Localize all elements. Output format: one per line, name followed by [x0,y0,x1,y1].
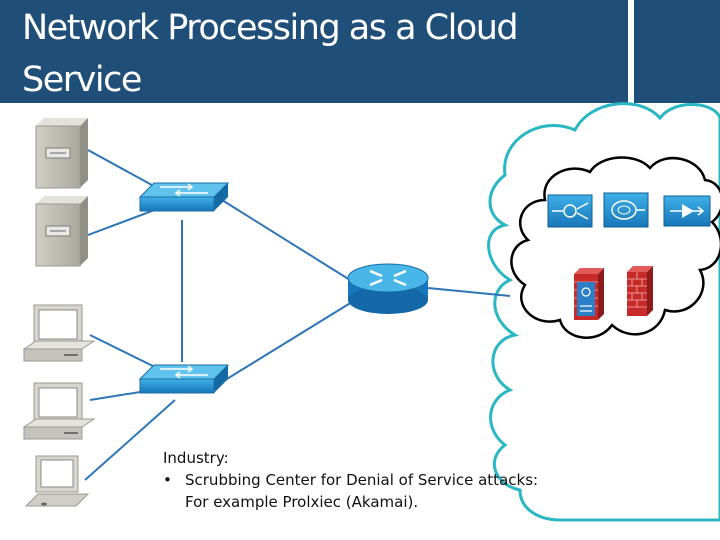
firewall-icon [574,268,604,320]
caption-continuation: For example Prolxiec (Akamai). [185,493,419,511]
link-laptop-switch2 [84,399,176,481]
firewall-icon [627,266,653,316]
switch-icon [138,364,230,394]
caption-textbox: Industry: • Scrubbing Center for Denial o… [163,447,583,513]
title-bar [0,0,628,103]
laptop-icon [24,455,90,507]
slide-title: Network Processing as a Cloud Service [22,2,622,106]
link-switch2-router [221,301,353,383]
title-bar-accent [634,0,720,103]
caption-heading: Industry: [163,449,229,467]
load-balancer-icon [547,194,593,228]
bullet-icon: • [163,471,172,489]
link-switch-router [221,199,351,281]
slide-title-line-1: Network Processing as a Cloud [22,8,519,48]
router-icon [347,263,429,314]
server-icon [35,118,88,189]
ids-sensor-icon [603,192,649,228]
desktop-computer-icon [22,304,96,362]
caption-bullet-line: • Scrubbing Center for Denial of Service … [163,469,583,491]
accelerator-icon [663,195,711,227]
desktop-computer-icon [22,382,96,440]
server-icon [35,196,88,267]
switch-icon [138,182,230,212]
link-router-cloud [427,287,511,297]
caption-bullet-text: Scrubbing Center for Denial of Service a… [185,471,539,489]
slide-title-line-2: Service [22,60,142,100]
